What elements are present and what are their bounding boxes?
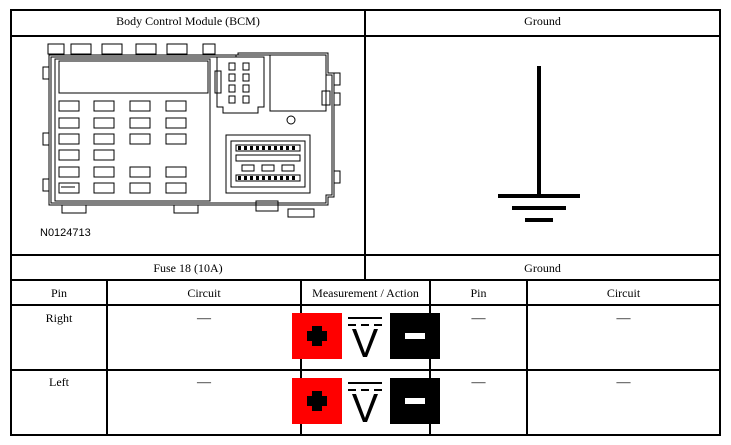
border-col4 — [526, 279, 528, 436]
border-row1-bottom — [10, 369, 721, 371]
row2-meter-icon — [292, 378, 440, 424]
row1-circuit2: — — [616, 311, 631, 326]
row1-pin: Right — [45, 311, 73, 325]
dc-voltage-icon — [348, 382, 382, 422]
row2-circuit2: — — [616, 375, 631, 390]
col-header-circuit: Circuit — [187, 286, 221, 300]
col-header-circuit-2: Circuit — [606, 286, 641, 300]
row2-pin: Left — [49, 375, 69, 389]
row1-meter-icon — [292, 313, 440, 359]
border-col1 — [106, 279, 108, 436]
col-header-measurement: Measurement / Action — [312, 286, 419, 300]
row2-circuit: — — [197, 375, 211, 390]
subheader-ground: Ground — [524, 261, 561, 275]
subheader-fuse: Fuse 18 (10A) — [153, 261, 223, 275]
header-ground: Ground — [524, 14, 561, 28]
row1-circuit: — — [197, 311, 211, 326]
border-right — [719, 9, 721, 436]
dc-voltage-icon — [348, 317, 382, 357]
col-header-pin-2: Pin — [470, 286, 487, 300]
header-bcm: Body Control Module (BCM) — [116, 14, 260, 28]
ground-symbol-icon — [498, 66, 580, 222]
border-center — [364, 9, 366, 281]
border-left — [10, 9, 12, 436]
border-bottom — [10, 434, 721, 436]
bcm-connector-diagram — [42, 43, 341, 218]
figure-code: N0124713 — [40, 227, 91, 239]
col-header-pin: Pin — [50, 286, 67, 300]
row1-pin2: — — [471, 311, 486, 326]
border-columns-bottom — [10, 304, 721, 306]
row2-pin2: — — [471, 375, 486, 390]
